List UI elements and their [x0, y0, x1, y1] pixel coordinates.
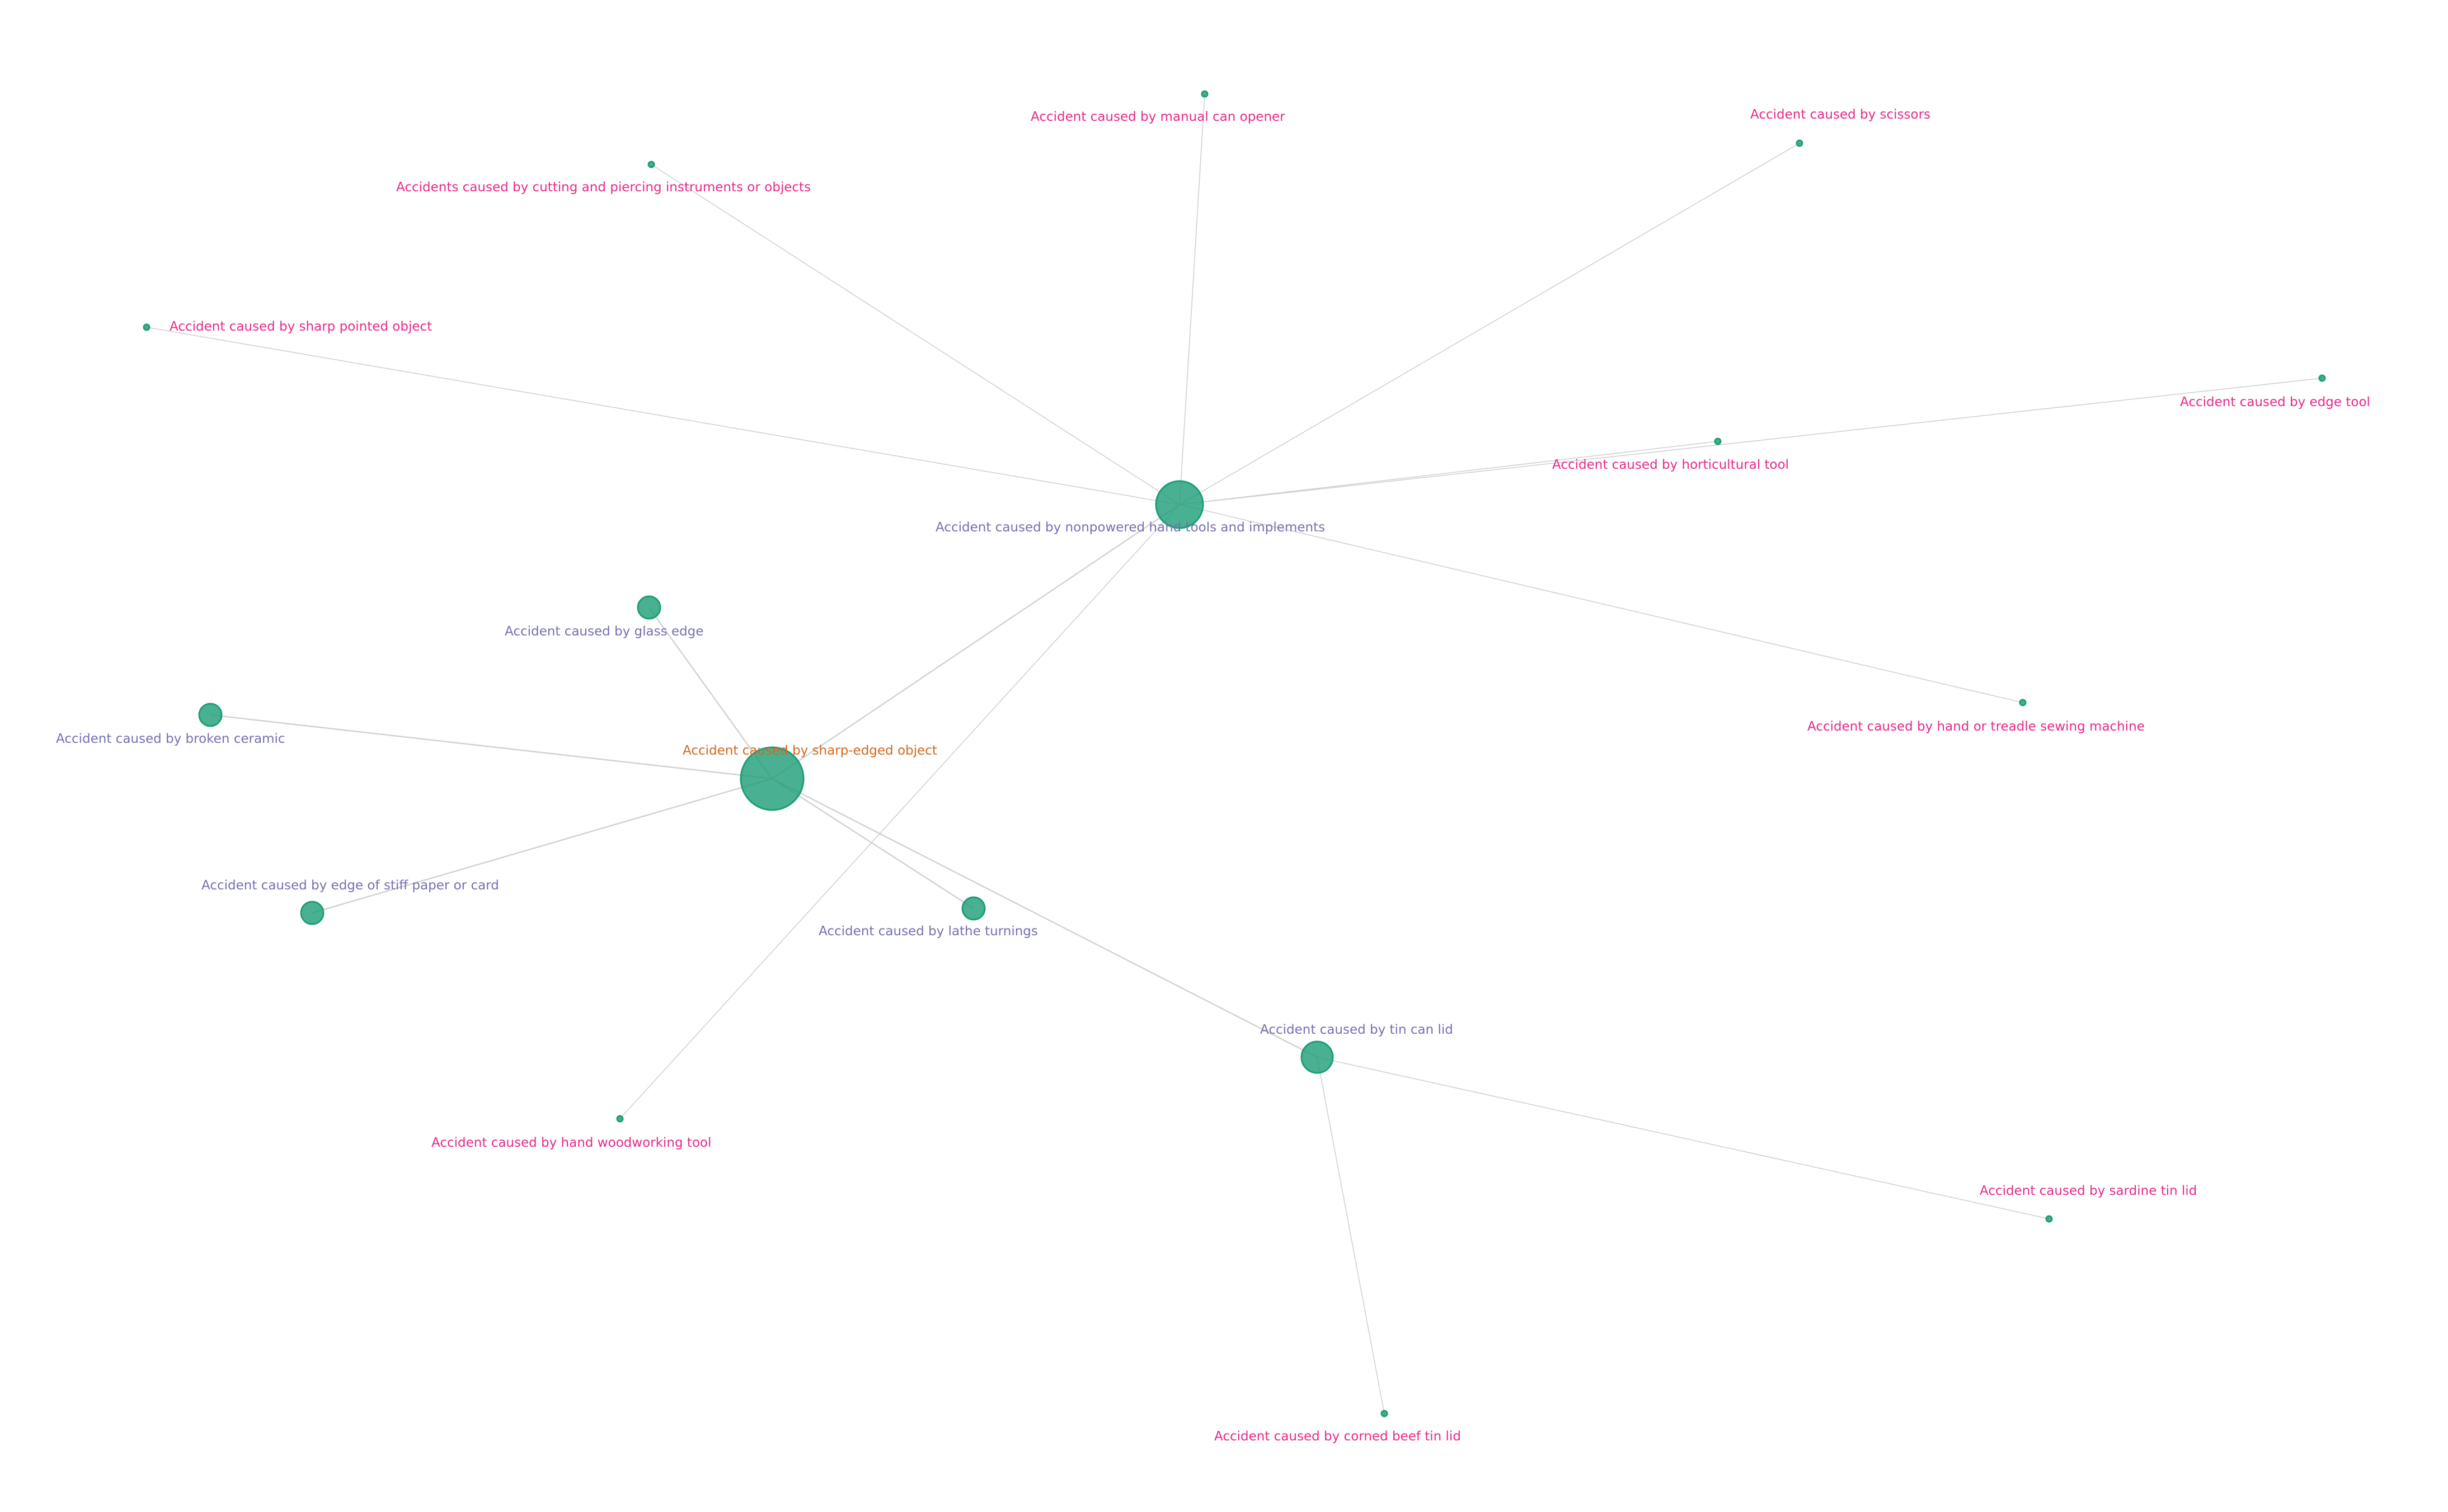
node-label-cornedbeef: Accident caused by corned beef tin lid — [1214, 1429, 1461, 1444]
node-sewing[interactable] — [2019, 699, 2027, 706]
node-label-cutting: Accidents caused by cutting and piercing… — [396, 180, 811, 195]
node-label-tincan: Accident caused by tin can lid — [1260, 1023, 1453, 1037]
edge-nonpowered-woodworking — [619, 504, 1180, 1119]
edge-sharp-glass — [649, 607, 773, 779]
node-label-canopener: Accident caused by manual can opener — [1031, 110, 1285, 124]
graph-edges — [146, 93, 2323, 1414]
edge-nonpowered-pointed — [146, 327, 1180, 505]
edge-nonpowered-sewing — [1179, 504, 2023, 703]
edge-nonpowered-edgetool — [1179, 378, 2323, 505]
edge-tincan-sardine — [1317, 1057, 2050, 1219]
node-horticultural[interactable] — [1714, 437, 1722, 445]
node-lathe[interactable] — [961, 896, 986, 921]
edge-sharp-lathe — [772, 778, 974, 910]
node-label-edgetool: Accident caused by edge tool — [2180, 395, 2370, 409]
edge-sharp-nonpowered — [772, 504, 1180, 779]
node-cornedbeef[interactable] — [1380, 1410, 1388, 1417]
node-label-nonpowered: Accident caused by nonpowered hand tools… — [936, 520, 1325, 535]
node-label-sardine: Accident caused by sardine tin lid — [1980, 1184, 2197, 1198]
node-pointed[interactable] — [143, 323, 151, 331]
node-label-paper: Accident caused by edge of stiff paper o… — [201, 878, 499, 893]
edge-nonpowered-scissors — [1179, 143, 1800, 505]
node-sardine[interactable] — [2045, 1215, 2053, 1223]
node-label-sharp: Accident caused by sharp-edged object — [683, 743, 937, 758]
graph-labels: Accident caused by sharp-edged objectAcc… — [56, 107, 2370, 1444]
node-glass[interactable] — [637, 595, 661, 620]
edge-nonpowered-cutting — [651, 164, 1180, 505]
node-label-lathe: Accident caused by lathe turnings — [819, 924, 1038, 939]
node-label-glass: Accident caused by glass edge — [505, 624, 703, 639]
node-ceramic[interactable] — [198, 703, 223, 727]
edge-nonpowered-canopener — [1179, 93, 1205, 505]
node-edgetool[interactable] — [2318, 374, 2326, 382]
node-cutting[interactable] — [647, 161, 655, 168]
node-canopener[interactable] — [1201, 90, 1209, 98]
node-label-ceramic: Accident caused by broken ceramic — [56, 732, 285, 746]
edge-tincan-cornedbeef — [1317, 1057, 1385, 1414]
node-label-sewing: Accident caused by hand or treadle sewin… — [1807, 719, 2145, 734]
node-nonpowered[interactable] — [1155, 480, 1204, 529]
edge-sharp-tincan — [772, 778, 1318, 1058]
node-scissors[interactable] — [1796, 139, 1803, 147]
node-label-horticultural: Accident caused by horticultural tool — [1552, 458, 1789, 472]
node-woodworking[interactable] — [616, 1115, 624, 1123]
graph-nodes — [143, 90, 2326, 1417]
node-label-scissors: Accident caused by scissors — [1750, 107, 1930, 122]
node-tincan[interactable] — [1300, 1040, 1334, 1074]
node-label-pointed: Accident caused by sharp pointed object — [170, 319, 432, 334]
node-sharp[interactable] — [740, 746, 805, 811]
edge-sharp-ceramic — [210, 714, 773, 780]
edge-nonpowered-horticultural — [1179, 441, 1718, 505]
node-paper[interactable] — [300, 901, 325, 925]
edge-sharp-paper — [312, 778, 773, 914]
node-label-woodworking: Accident caused by hand woodworking tool — [431, 1136, 711, 1150]
